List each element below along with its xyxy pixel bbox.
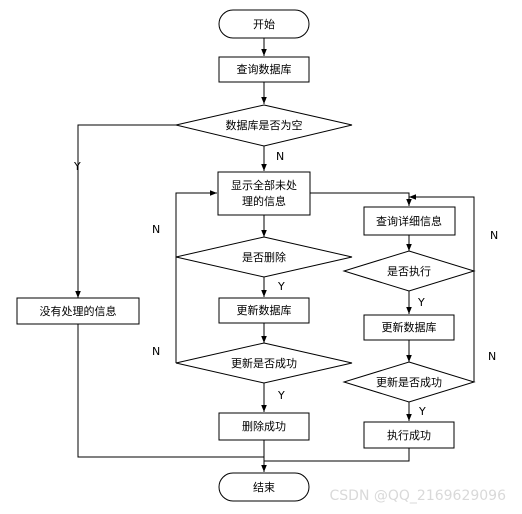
execute-ok-node: 执行成功 <box>363 421 455 449</box>
show-all-node: 显示全部未处 理的信息 <box>217 171 311 216</box>
end-label: 结束 <box>253 481 275 494</box>
update-ok-right-decision: 更新是否成功 <box>342 361 476 403</box>
edge-labels: Y N N Y N Y N Y N Y <box>73 150 498 418</box>
label-update-left-no: N <box>152 345 160 358</box>
watermark-text: CSDN @QQ_2169629096 <box>330 488 507 504</box>
update-ok-left-label: 更新是否成功 <box>231 356 297 370</box>
label-empty-no: N <box>276 150 284 163</box>
show-all-label-line2: 理的信息 <box>242 194 286 208</box>
label-execute-yes: Y <box>417 296 425 309</box>
no-info-node: 没有处理的信息 <box>16 297 140 325</box>
label-update-right-yes: Y <box>418 405 426 418</box>
is-execute-decision: 是否执行 <box>342 250 476 292</box>
label-delete-no: N <box>152 223 160 236</box>
update-db-right-label: 更新数据库 <box>382 320 437 334</box>
db-empty-label: 数据库是否为空 <box>226 118 303 132</box>
edge-show-to-detail <box>310 192 412 206</box>
query-detail-node: 查询详细信息 <box>363 206 456 236</box>
edge-execute-no <box>409 194 475 271</box>
delete-ok-node: 删除成功 <box>218 412 310 441</box>
label-execute-no: N <box>490 229 498 242</box>
edge-delete-no <box>175 190 217 257</box>
start-node: 开始 <box>218 9 310 39</box>
label-update-right-no: N <box>488 350 496 363</box>
label-delete-yes: Y <box>277 280 285 293</box>
update-db-right-node: 更新数据库 <box>363 314 455 341</box>
label-update-left-yes: Y <box>277 389 285 402</box>
is-execute-label: 是否执行 <box>387 264 431 278</box>
edges <box>75 38 475 472</box>
start-label: 开始 <box>253 17 275 31</box>
delete-ok-label: 删除成功 <box>242 419 286 433</box>
label-empty-yes: Y <box>73 160 81 173</box>
edge-no-info-to-end <box>77 324 264 458</box>
query-db-node: 查询数据库 <box>218 56 310 83</box>
end-node: 结束 <box>218 472 310 502</box>
update-ok-left-decision: 更新是否成功 <box>175 342 353 384</box>
edge-empty-yes <box>75 124 176 298</box>
update-db-left-label: 更新数据库 <box>237 303 292 317</box>
edge-execute-ok-to-end <box>264 448 410 462</box>
is-delete-label: 是否删除 <box>242 250 286 264</box>
show-all-label-line1: 显示全部未处 <box>231 178 297 192</box>
is-delete-decision: 是否删除 <box>175 236 353 278</box>
update-db-left-node: 更新数据库 <box>218 297 310 324</box>
execute-ok-label: 执行成功 <box>387 428 431 442</box>
query-db-label: 查询数据库 <box>237 62 292 76</box>
update-ok-right-label: 更新是否成功 <box>376 375 442 389</box>
db-empty-decision: 数据库是否为空 <box>175 104 353 147</box>
query-detail-label: 查询详细信息 <box>376 214 442 228</box>
no-info-label: 没有处理的信息 <box>40 304 117 318</box>
